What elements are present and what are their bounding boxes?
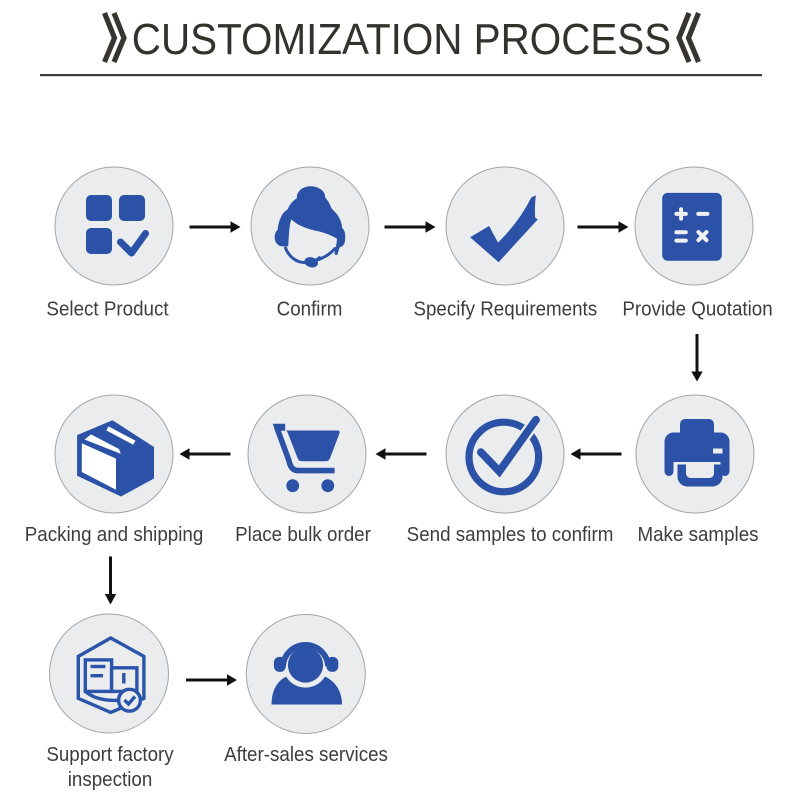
svg-text:Provide Quotation: Provide Quotation bbox=[622, 298, 772, 321]
svg-text:Select Product: Select Product bbox=[46, 298, 169, 321]
svg-text:Confirm: Confirm bbox=[277, 298, 343, 321]
svg-text:Make samples: Make samples bbox=[637, 523, 758, 546]
svg-text:inspection: inspection bbox=[68, 768, 153, 791]
svg-text:CUSTOMIZATION PROCESS: CUSTOMIZATION PROCESS bbox=[132, 15, 671, 64]
svg-text:Send samples to confirm: Send samples to confirm bbox=[407, 523, 614, 546]
svg-text:Packing and shipping: Packing and shipping bbox=[25, 523, 204, 546]
svg-text:Support factory: Support factory bbox=[46, 743, 174, 766]
svg-text:After-sales services: After-sales services bbox=[224, 743, 388, 766]
svg-text:Place bulk order: Place bulk order bbox=[235, 523, 371, 546]
svg-text:Specify Requirements: Specify Requirements bbox=[413, 298, 597, 321]
